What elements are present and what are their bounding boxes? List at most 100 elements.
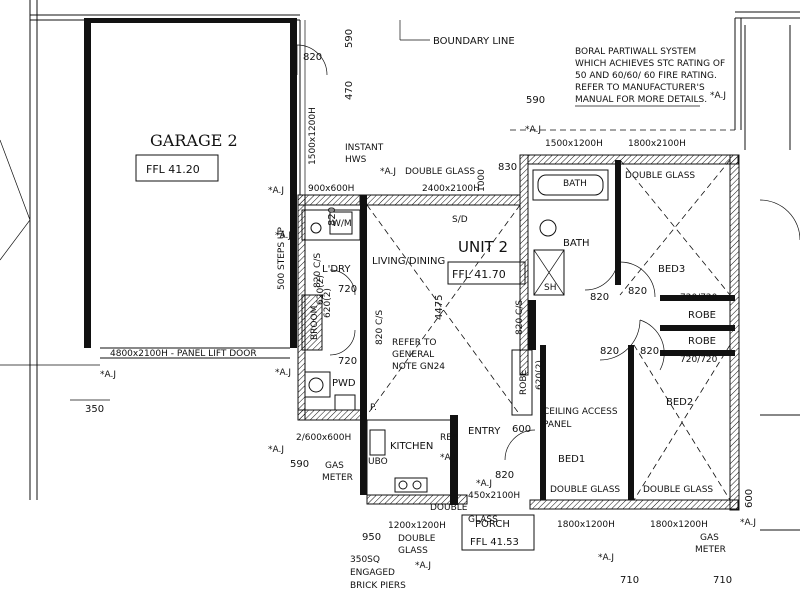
window-1500x1200-garage: 1500x1200H xyxy=(308,107,318,165)
window-2-600x600: 2/600x600H xyxy=(296,433,351,443)
pantry-label: P. xyxy=(370,403,377,413)
boundary-line-note: BOUNDARY LINE xyxy=(433,36,515,47)
dim-620-broom: 620(2) xyxy=(323,288,333,318)
aj-marker: *A.J xyxy=(275,231,291,241)
window-labels: 1500x1200H 900x600H 2400x2100H 1500x1200… xyxy=(296,107,708,531)
room-bath-tub-label: BATH xyxy=(563,179,587,189)
window-1800x2100: 1800x2100H xyxy=(628,139,686,149)
aj-marker: *A.J xyxy=(100,370,116,380)
partwall-note-2: WHICH ACHIEVES STC RATING OF xyxy=(575,59,725,69)
aj-marker: *A.J xyxy=(710,91,726,101)
garage-name: GARAGE 2 xyxy=(150,131,238,150)
porch-label: PORCH xyxy=(475,519,510,530)
wm-label: W/M xyxy=(332,219,352,229)
dim-470: 470 xyxy=(344,81,355,100)
aj-marker: *A.J xyxy=(268,445,284,455)
dim-600-entry: 600 xyxy=(512,424,531,435)
glass-entry-1: DOUBLE xyxy=(430,503,468,513)
room-powder: PWD xyxy=(332,378,356,389)
dim-4475: 4475 xyxy=(434,295,445,320)
window-1200x1200: 1200x1200H xyxy=(388,521,446,531)
room-robe-bed1: ROBE xyxy=(519,369,529,395)
dim-720-pwd: 720 xyxy=(338,356,357,367)
dim-820cs-laundry: 820 C/S xyxy=(313,253,323,288)
room-bed2: BED2 xyxy=(666,397,693,408)
notes: BOUNDARY LINE BORAL PARTIWALL SYSTEM WHI… xyxy=(277,20,726,591)
dim-830: 830 xyxy=(498,162,517,173)
glass-bed2: DOUBLE GLASS xyxy=(643,485,713,495)
washing-machine-box xyxy=(329,211,353,235)
aj-marker: *A.J xyxy=(476,479,492,489)
room-living: LIVING/DINING xyxy=(372,256,445,267)
room-diagonals xyxy=(366,159,731,501)
refer-note-3: NOTE GN24 xyxy=(392,362,445,372)
boundary-lines xyxy=(0,0,800,500)
kitchen-bench xyxy=(366,419,453,496)
partwall-note-5: MANUAL FOR MORE DETAILS. xyxy=(575,95,707,105)
partwall-note-3: 50 AND 60/60/ 60 FIRE RATING. xyxy=(575,71,717,81)
glass-kitchen-2: GLASS xyxy=(398,546,428,556)
dim-820cs-bath: 820 C/S xyxy=(515,300,525,335)
dim-600-right: 600 xyxy=(744,489,755,508)
room-bed1: BED1 xyxy=(558,454,585,465)
aj-marker: *A.J xyxy=(380,167,396,177)
gas-meter-right-2: METER xyxy=(695,545,726,555)
dim-820-entry: 820 xyxy=(495,470,514,481)
gas-meter-right-1: GAS xyxy=(700,533,719,543)
dimensions: 590 470 590 830 590 720 720 820 C/S 820 … xyxy=(290,29,755,586)
dim-710-left: 710 xyxy=(620,575,639,586)
glass-bed3: DOUBLE GLASS xyxy=(625,171,695,181)
porch-ffl: FFL 41.53 xyxy=(470,537,519,548)
refer-note-2: GENERAL xyxy=(392,350,434,360)
glass-living: DOUBLE GLASS xyxy=(405,167,475,177)
laundry-tub xyxy=(301,209,361,241)
right-edge xyxy=(744,25,800,531)
room-kitchen: KITCHEN xyxy=(390,441,433,452)
toilet xyxy=(304,371,331,398)
glass-labels: DOUBLE GLASS DOUBLE GLASS DOUBLE GLASS D… xyxy=(398,167,713,556)
steps-note: 500 STEPS UP xyxy=(277,226,287,290)
room-robe-bed2: ROBE xyxy=(688,336,716,347)
unit-title: UNIT 2 FFL 41.70 PORCH FFL 41.53 xyxy=(447,238,535,551)
dim-590-bath: 590 xyxy=(526,95,545,106)
fixtures: W/M BROOM xyxy=(301,169,609,496)
bath-tub xyxy=(532,169,609,201)
robe-bed1 xyxy=(511,349,533,416)
hws-note-2: HWS xyxy=(345,155,367,165)
door-swings xyxy=(329,256,665,461)
ceiling-note-1: CEILING ACCESS xyxy=(543,407,618,417)
dim-350: 350 xyxy=(85,404,104,415)
room-bath: BATH xyxy=(563,238,590,249)
hws-note-1: INSTANT xyxy=(345,143,384,153)
broom-cupboard xyxy=(301,294,323,351)
garage-ffl: FFL 41.20 xyxy=(146,163,200,176)
partwall-note-4: REFER TO MANUFACTURER'S xyxy=(575,83,705,93)
dim-720-laundry: 720 xyxy=(338,284,357,295)
room-labels: LIVING/DINING KITCHEN L'DRY PWD ENTRY BA… xyxy=(322,179,716,467)
refer-note-1: REFER TO xyxy=(392,338,437,348)
window-900x600: 900x600H xyxy=(308,184,354,194)
room-entry: ENTRY xyxy=(468,426,501,437)
window-2400x2100: 2400x2100H xyxy=(422,184,480,194)
window-1800x1200-bed2: 1800x1200H xyxy=(650,520,708,530)
aj-marker: *A.J xyxy=(598,553,614,563)
aj-marker: *A.J xyxy=(440,453,456,463)
dim-950: 950 xyxy=(362,532,381,543)
aj-marker: *A.J xyxy=(415,561,431,571)
aj-marker: *A.J xyxy=(740,518,756,528)
room-laundry: L'DRY xyxy=(322,264,351,275)
dim-820-bed2: 820 xyxy=(640,346,659,357)
unit-ffl: FFL 41.70 xyxy=(452,268,506,281)
aj-marker: *A.J xyxy=(525,125,541,135)
broom-label: BROOM xyxy=(310,306,320,340)
dim-620-robe: 620(2) xyxy=(535,360,545,390)
room-robe-bed3: ROBE xyxy=(688,310,716,321)
fridge-label: REF xyxy=(440,433,457,443)
dim-590-top: 590 xyxy=(344,29,355,48)
dim-garage-820: 820 xyxy=(303,52,322,63)
dim-710-right: 710 xyxy=(713,575,732,586)
dim-820-laundry-door: 820 xyxy=(327,207,338,226)
piers-note-1: 350SQ xyxy=(350,555,380,565)
aj-marker: *A.J xyxy=(275,368,291,378)
garage-door-label: 4800x2100H - PANEL LIFT DOOR xyxy=(110,349,257,359)
